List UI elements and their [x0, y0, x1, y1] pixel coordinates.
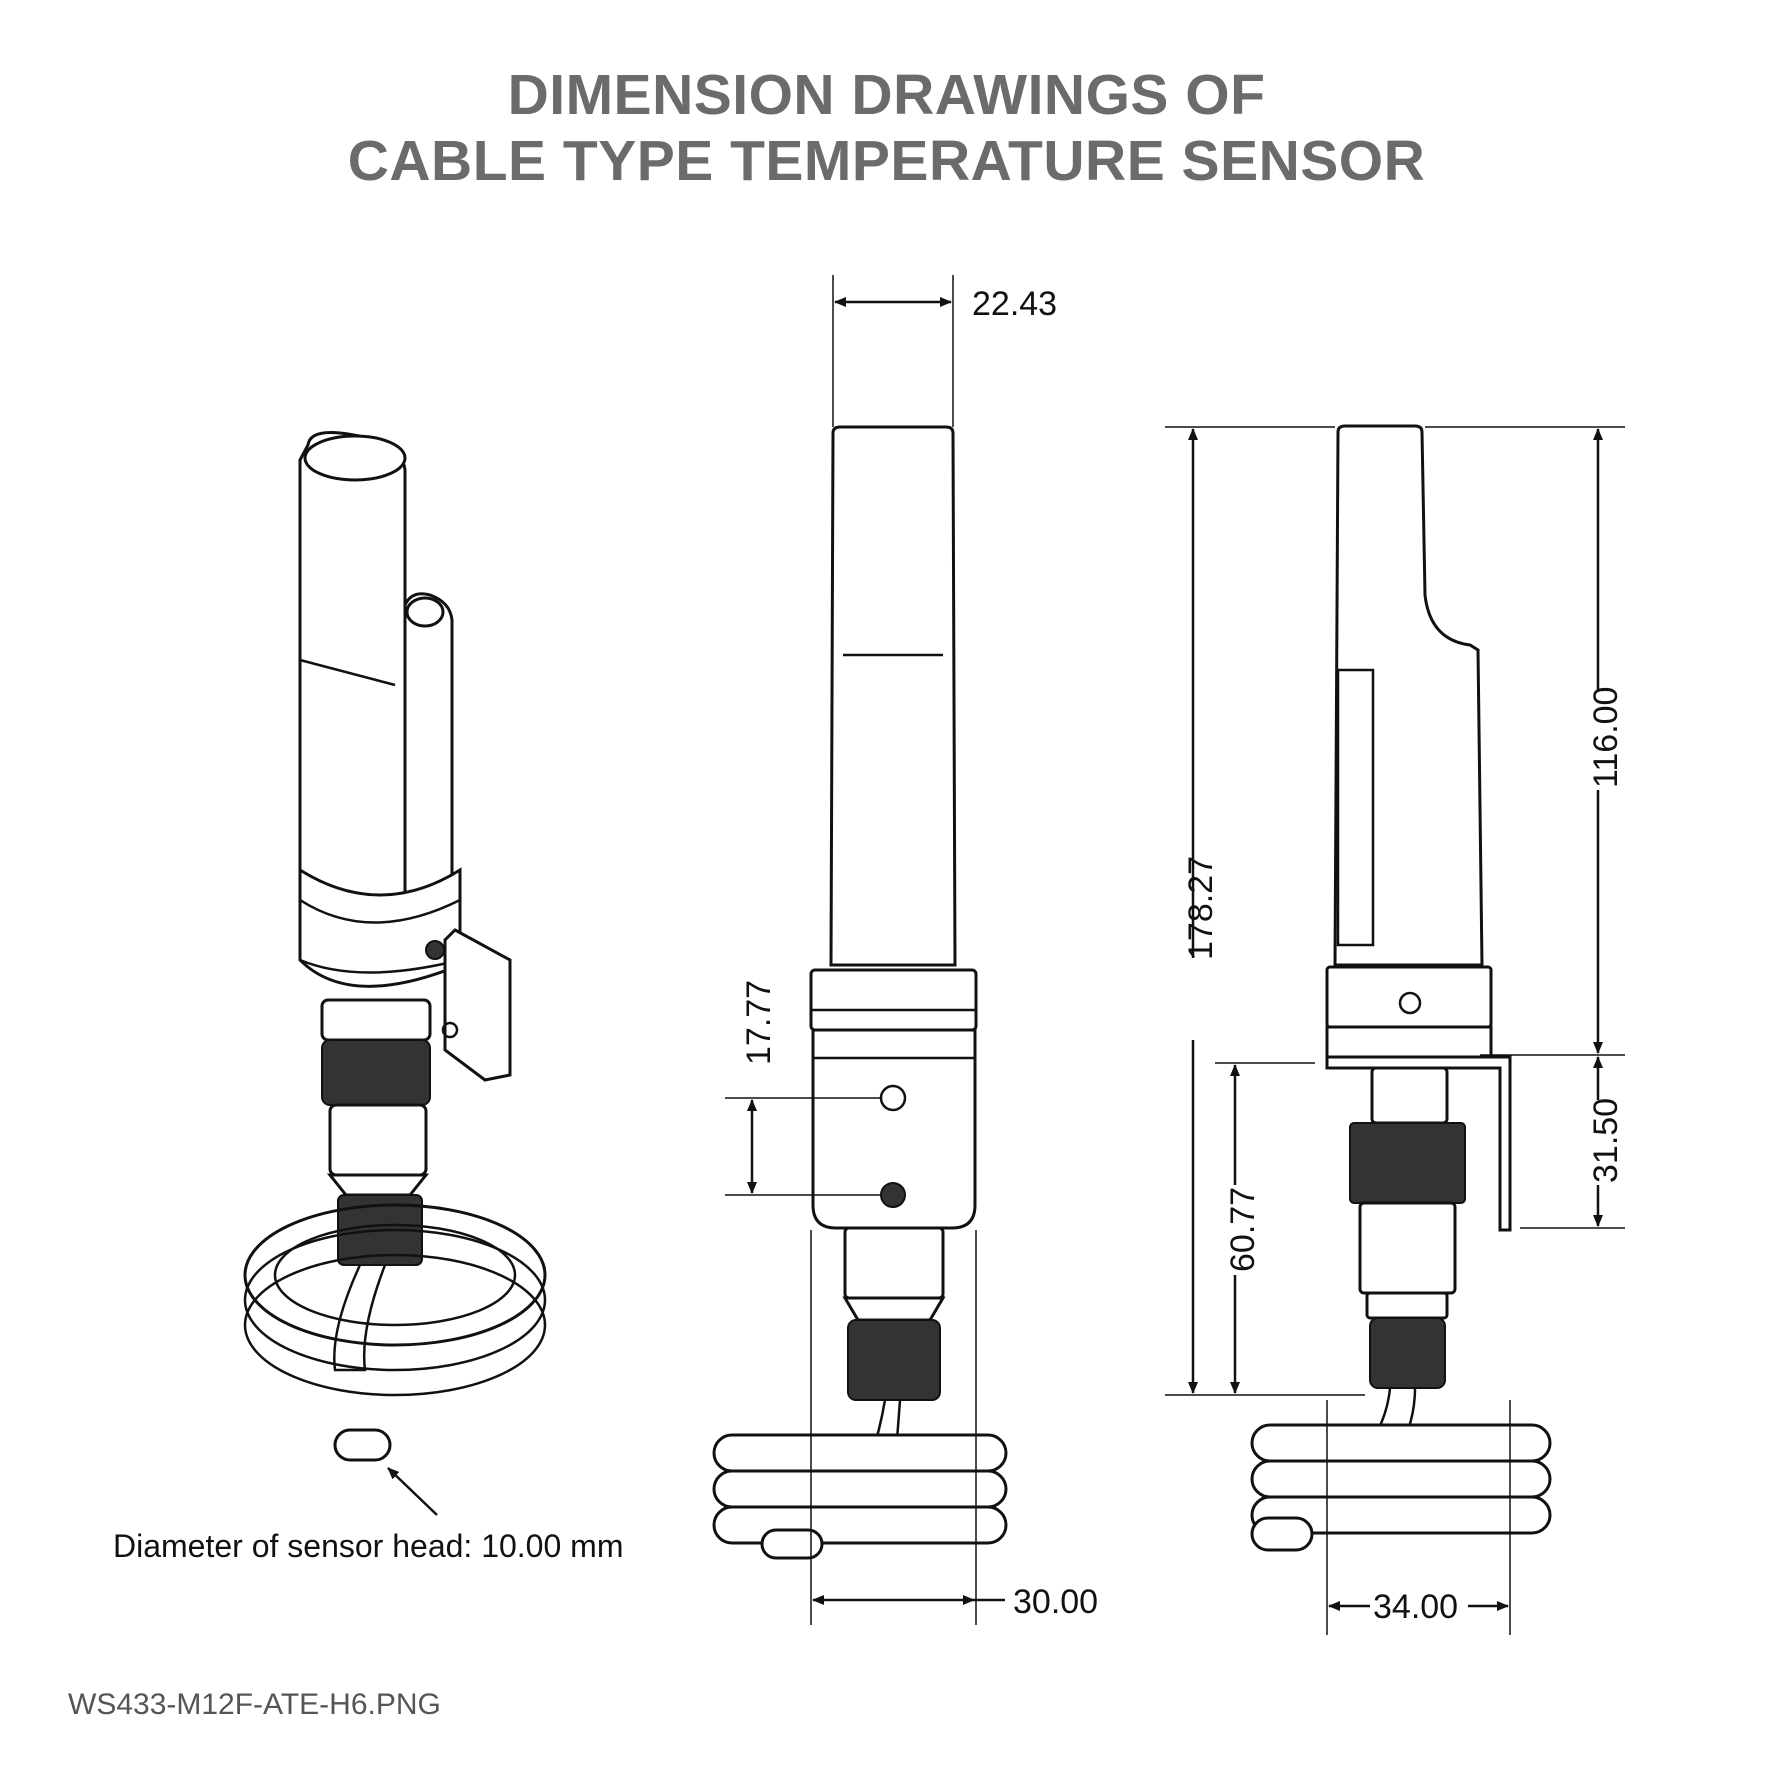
side-antenna-window — [1336, 668, 1375, 947]
front-antenna — [829, 425, 957, 967]
front-collar — [809, 968, 978, 1032]
dim-hole-spacing: 17.77 — [740, 980, 778, 1065]
dim-bracket-height: 31.50 — [1587, 1098, 1625, 1183]
side-screw — [1398, 991, 1422, 1015]
dim-side-width-bottom: 34.00 — [1373, 1588, 1458, 1626]
iso-antenna-main — [298, 431, 407, 907]
front-coil — [712, 1433, 1008, 1473]
dim-front-width-top: 22.43 — [972, 285, 1057, 323]
side-connector-nut — [1349, 1122, 1466, 1204]
side-collar — [1325, 965, 1493, 1029]
side-gland-nut — [1369, 1317, 1446, 1389]
dim-overall-height: 178.27 — [1182, 856, 1220, 960]
front-bracket-plate — [811, 1028, 977, 1230]
side-antenna — [1333, 424, 1484, 967]
iso-antenna-secondary — [403, 592, 454, 923]
side-view — [1165, 424, 1625, 1635]
side-collar-lower — [1325, 1025, 1493, 1059]
side-coil — [1250, 1423, 1552, 1463]
iso-sensor-head — [333, 1428, 392, 1462]
page-title: DIMENSION DRAWINGS OF CABLE TYPE TEMPERA… — [0, 62, 1773, 194]
title-line-2: CABLE TYPE TEMPERATURE SENSOR — [347, 129, 1426, 193]
front-hole-upper — [879, 1084, 907, 1112]
dim-front-width-bottom: 30.00 — [1013, 1583, 1098, 1621]
isometric-view — [243, 431, 547, 1516]
iso-antenna-top — [303, 434, 407, 482]
front-gland-nut — [847, 1319, 941, 1401]
dim-upper-height: 116.00 — [1587, 687, 1625, 788]
sensor-head-note: Diameter of sensor head: 10.00 mm — [113, 1528, 623, 1564]
front-hole-lower — [880, 1182, 906, 1208]
filename-label: WS433-M12F-ATE-H6.PNG — [68, 1688, 441, 1721]
iso-bracket — [443, 928, 512, 1082]
side-bracket — [1325, 1055, 1512, 1232]
iso-connector-nut — [321, 1039, 431, 1106]
title-line-1: DIMENSION DRAWINGS OF — [507, 63, 1266, 127]
iso-screw — [425, 940, 445, 960]
iso-coil — [243, 1203, 547, 1347]
front-view — [712, 275, 1008, 1625]
dim-lower-height: 60.77 — [1224, 1187, 1262, 1272]
